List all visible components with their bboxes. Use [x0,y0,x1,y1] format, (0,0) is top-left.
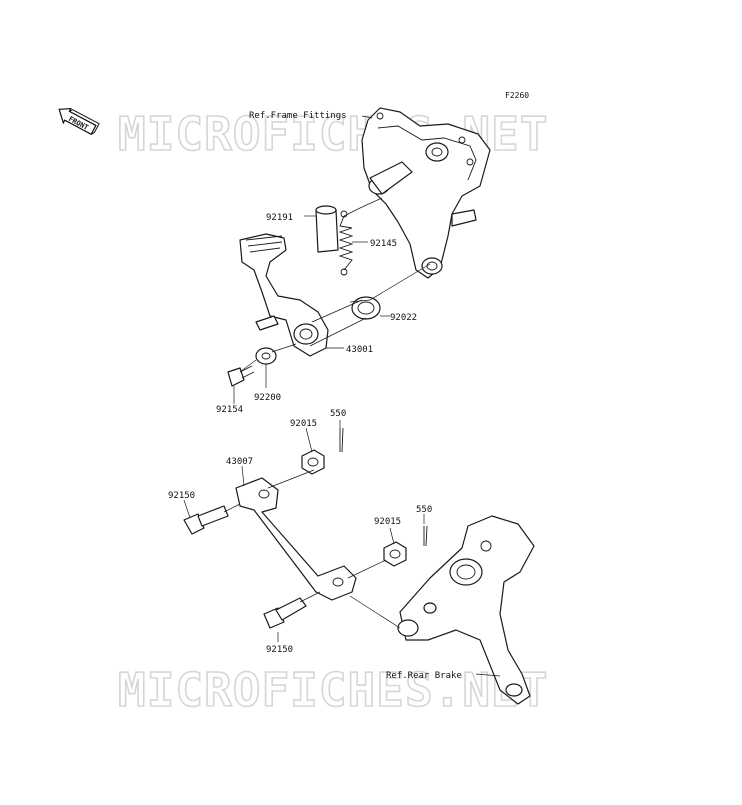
watermark-bottom: MICROFICHES.NET [118,663,548,717]
brake-pedal-43001 [239,233,329,357]
bolt-92150-a [183,505,229,535]
bolt-92150-b [263,597,307,629]
nut-92015-b [383,541,407,567]
part-label-550-a: 550 [330,409,346,419]
frame-fitting-bracket [361,107,491,279]
part-label-92191: 92191 [266,213,293,223]
part-label-92200: 92200 [254,393,281,403]
front-arrow-icon: FRONT [58,108,100,136]
rear-brake-arm [397,515,535,705]
part-label-92154: 92154 [216,405,243,415]
ref-frame-fittings-label: Ref.Frame Fittings [249,111,347,121]
sleeve-92191 [315,205,339,253]
part-label-550-b: 550 [416,505,432,515]
washer-92022 [351,296,381,320]
part-label-92015-b: 92015 [374,517,401,527]
washer-92200 [255,347,277,365]
part-label-43007: 43007 [226,457,253,467]
nut-92015-a [301,449,325,475]
part-label-92015-a: 92015 [290,419,317,429]
ref-rear-brake-label: Ref.Rear Brake [386,671,462,681]
leader-lines [183,115,501,677]
part-label-92145: 92145 [370,239,397,249]
part-label-43001: 43001 [346,345,373,355]
part-label-92150-b: 92150 [266,645,293,655]
cotter-pin-550-b [423,525,428,547]
cotter-pin-550-a [339,427,344,453]
diagram-code: F2260 [505,91,529,100]
brake-rod-43007 [235,477,357,601]
bolt-92154 [227,365,255,387]
spring-92145 [338,210,354,276]
part-label-92150-a: 92150 [168,491,195,501]
part-label-92022: 92022 [390,313,417,323]
